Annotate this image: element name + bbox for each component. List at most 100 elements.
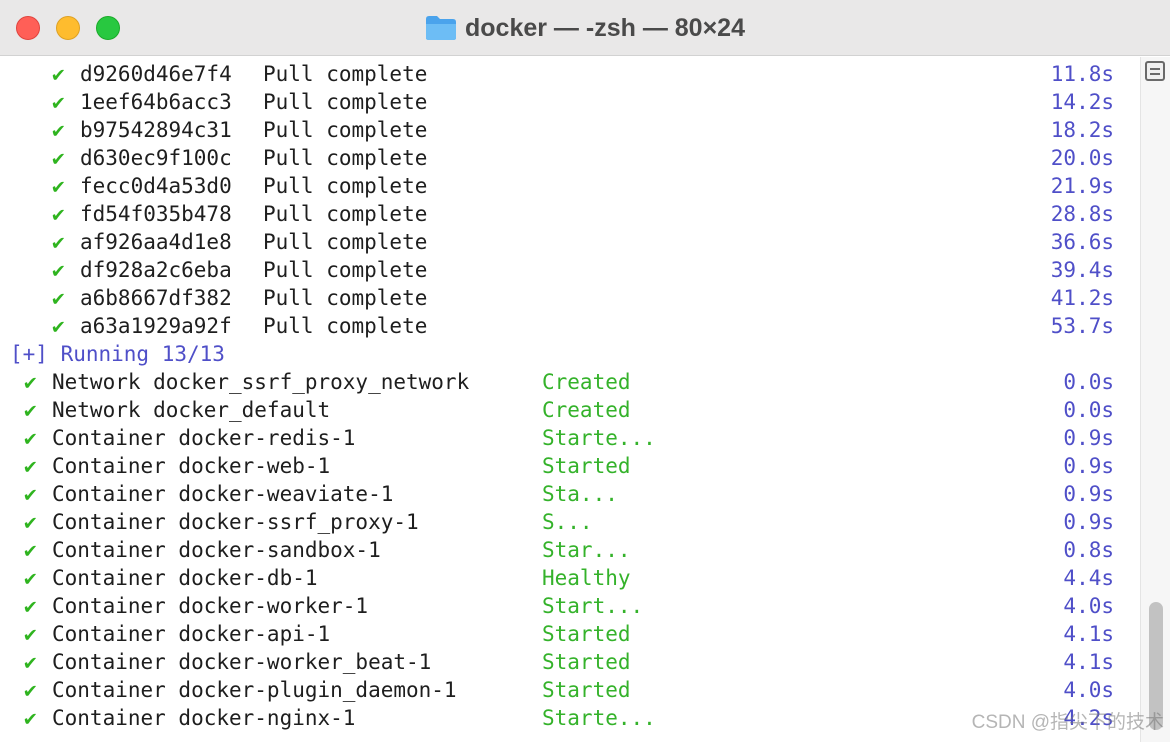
window-title: docker — -zsh — 80×24 <box>465 13 745 42</box>
elapsed-time: 4.4s <box>1063 566 1114 590</box>
service-status: Starte... <box>542 426 656 450</box>
watermark: CSDN @指尖下的技术 <box>971 712 1164 733</box>
layer-id: df928a2c6eba <box>80 258 232 282</box>
service-label: Container docker-api-1 <box>52 622 331 646</box>
elapsed-time: 4.0s <box>1063 678 1114 702</box>
vertical-scrollbar[interactable] <box>1140 57 1170 742</box>
folder-icon <box>426 16 456 40</box>
service-status: Created <box>542 370 631 394</box>
pull-status: Pull complete <box>263 174 428 198</box>
service-status: Started <box>542 650 631 674</box>
service-status: Starte... <box>542 706 656 730</box>
service-line: ✔ Container docker-plugin_daemon-1 Started… <box>0 676 1140 704</box>
running-header-text: [+] Running 13/13 <box>10 342 225 366</box>
layer-id: 1eef64b6acc3 <box>80 90 232 114</box>
pull-status: Pull complete <box>263 230 428 254</box>
service-line: ✔ Container docker-api-1 Started 4.1s <box>0 620 1140 648</box>
pull-line: ✔ df928a2c6eba Pull complete 39.4s <box>0 256 1140 284</box>
check-icon: ✔ <box>24 594 37 618</box>
elapsed-time: 28.8s <box>1050 202 1114 226</box>
check-icon: ✔ <box>24 426 37 450</box>
scrollbar-thumb[interactable] <box>1149 602 1163 730</box>
check-icon: ✔ <box>24 650 37 674</box>
check-icon: ✔ <box>52 202 65 226</box>
check-icon: ✔ <box>24 482 37 506</box>
minimize-window-button[interactable] <box>56 16 80 40</box>
pull-status: Pull complete <box>263 202 428 226</box>
elapsed-time: 4.0s <box>1063 594 1114 618</box>
service-status: Started <box>542 454 631 478</box>
elapsed-time: 0.9s <box>1063 482 1114 506</box>
service-label: Container docker-nginx-1 <box>52 706 356 730</box>
elapsed-time: 4.1s <box>1063 650 1114 674</box>
check-icon: ✔ <box>24 622 37 646</box>
elapsed-time: 0.8s <box>1063 538 1114 562</box>
title-bar[interactable]: docker — -zsh — 80×24 <box>0 0 1170 56</box>
elapsed-time: 0.9s <box>1063 426 1114 450</box>
close-window-button[interactable] <box>16 16 40 40</box>
pull-line: ✔ fd54f035b478 Pull complete 28.8s <box>0 200 1140 228</box>
pull-status: Pull complete <box>263 90 428 114</box>
layer-id: fd54f035b478 <box>80 202 232 226</box>
check-icon: ✔ <box>52 146 65 170</box>
check-icon: ✔ <box>52 314 65 338</box>
service-line: ✔ Container docker-redis-1 Starte... 0.9s <box>0 424 1140 452</box>
service-line: ✔ Container docker-worker-1 Start... 4.0s <box>0 592 1140 620</box>
check-icon: ✔ <box>24 370 37 394</box>
elapsed-time: 39.4s <box>1050 258 1114 282</box>
layer-id: d630ec9f100c <box>80 146 232 170</box>
pull-status: Pull complete <box>263 286 428 310</box>
pull-status: Pull complete <box>263 118 428 142</box>
service-label: Container docker-worker-1 <box>52 594 369 618</box>
service-label: Container docker-redis-1 <box>52 426 356 450</box>
service-line: ✔ Container docker-db-1 Healthy 4.4s <box>0 564 1140 592</box>
service-status: Healthy <box>542 566 631 590</box>
elapsed-time: 0.0s <box>1063 370 1114 394</box>
layer-id: a6b8667df382 <box>80 286 232 310</box>
check-icon: ✔ <box>52 174 65 198</box>
layer-id: af926aa4d1e8 <box>80 230 232 254</box>
service-status: Start... <box>542 594 644 618</box>
service-label: Container docker-plugin_daemon-1 <box>52 678 457 702</box>
service-status: Created <box>542 398 631 422</box>
service-status: Started <box>542 622 631 646</box>
check-icon: ✔ <box>52 286 65 310</box>
window-title-group: docker — -zsh — 80×24 <box>0 12 1170 44</box>
pull-status: Pull complete <box>263 258 428 282</box>
elapsed-time: 36.6s <box>1050 230 1114 254</box>
service-line: ✔ Network docker_default Created 0.0s <box>0 396 1140 424</box>
service-status: Star... <box>542 538 631 562</box>
layer-id: d9260d46e7f4 <box>80 62 232 86</box>
layer-id: b97542894c31 <box>80 118 232 142</box>
running-header: [+] Running 13/13 <box>0 340 1140 368</box>
service-status: S... <box>542 510 593 534</box>
check-icon: ✔ <box>52 258 65 282</box>
service-status: Sta... <box>542 482 618 506</box>
layer-id: fecc0d4a53d0 <box>80 174 232 198</box>
elapsed-time: 0.9s <box>1063 510 1114 534</box>
check-icon: ✔ <box>24 566 37 590</box>
elapsed-time: 0.0s <box>1063 398 1114 422</box>
elapsed-time: 41.2s <box>1050 286 1114 310</box>
elapsed-time: 0.9s <box>1063 454 1114 478</box>
maximize-window-button[interactable] <box>96 16 120 40</box>
service-label: Network docker_default <box>52 398 331 422</box>
scroll-menu-icon[interactable] <box>1145 61 1165 81</box>
elapsed-time: 4.1s <box>1063 622 1114 646</box>
check-icon: ✔ <box>24 678 37 702</box>
service-label: Container docker-db-1 <box>52 566 318 590</box>
service-label: Container docker-weaviate-1 <box>52 482 394 506</box>
service-status: Started <box>542 678 631 702</box>
pull-status: Pull complete <box>263 62 428 86</box>
check-icon: ✔ <box>24 398 37 422</box>
